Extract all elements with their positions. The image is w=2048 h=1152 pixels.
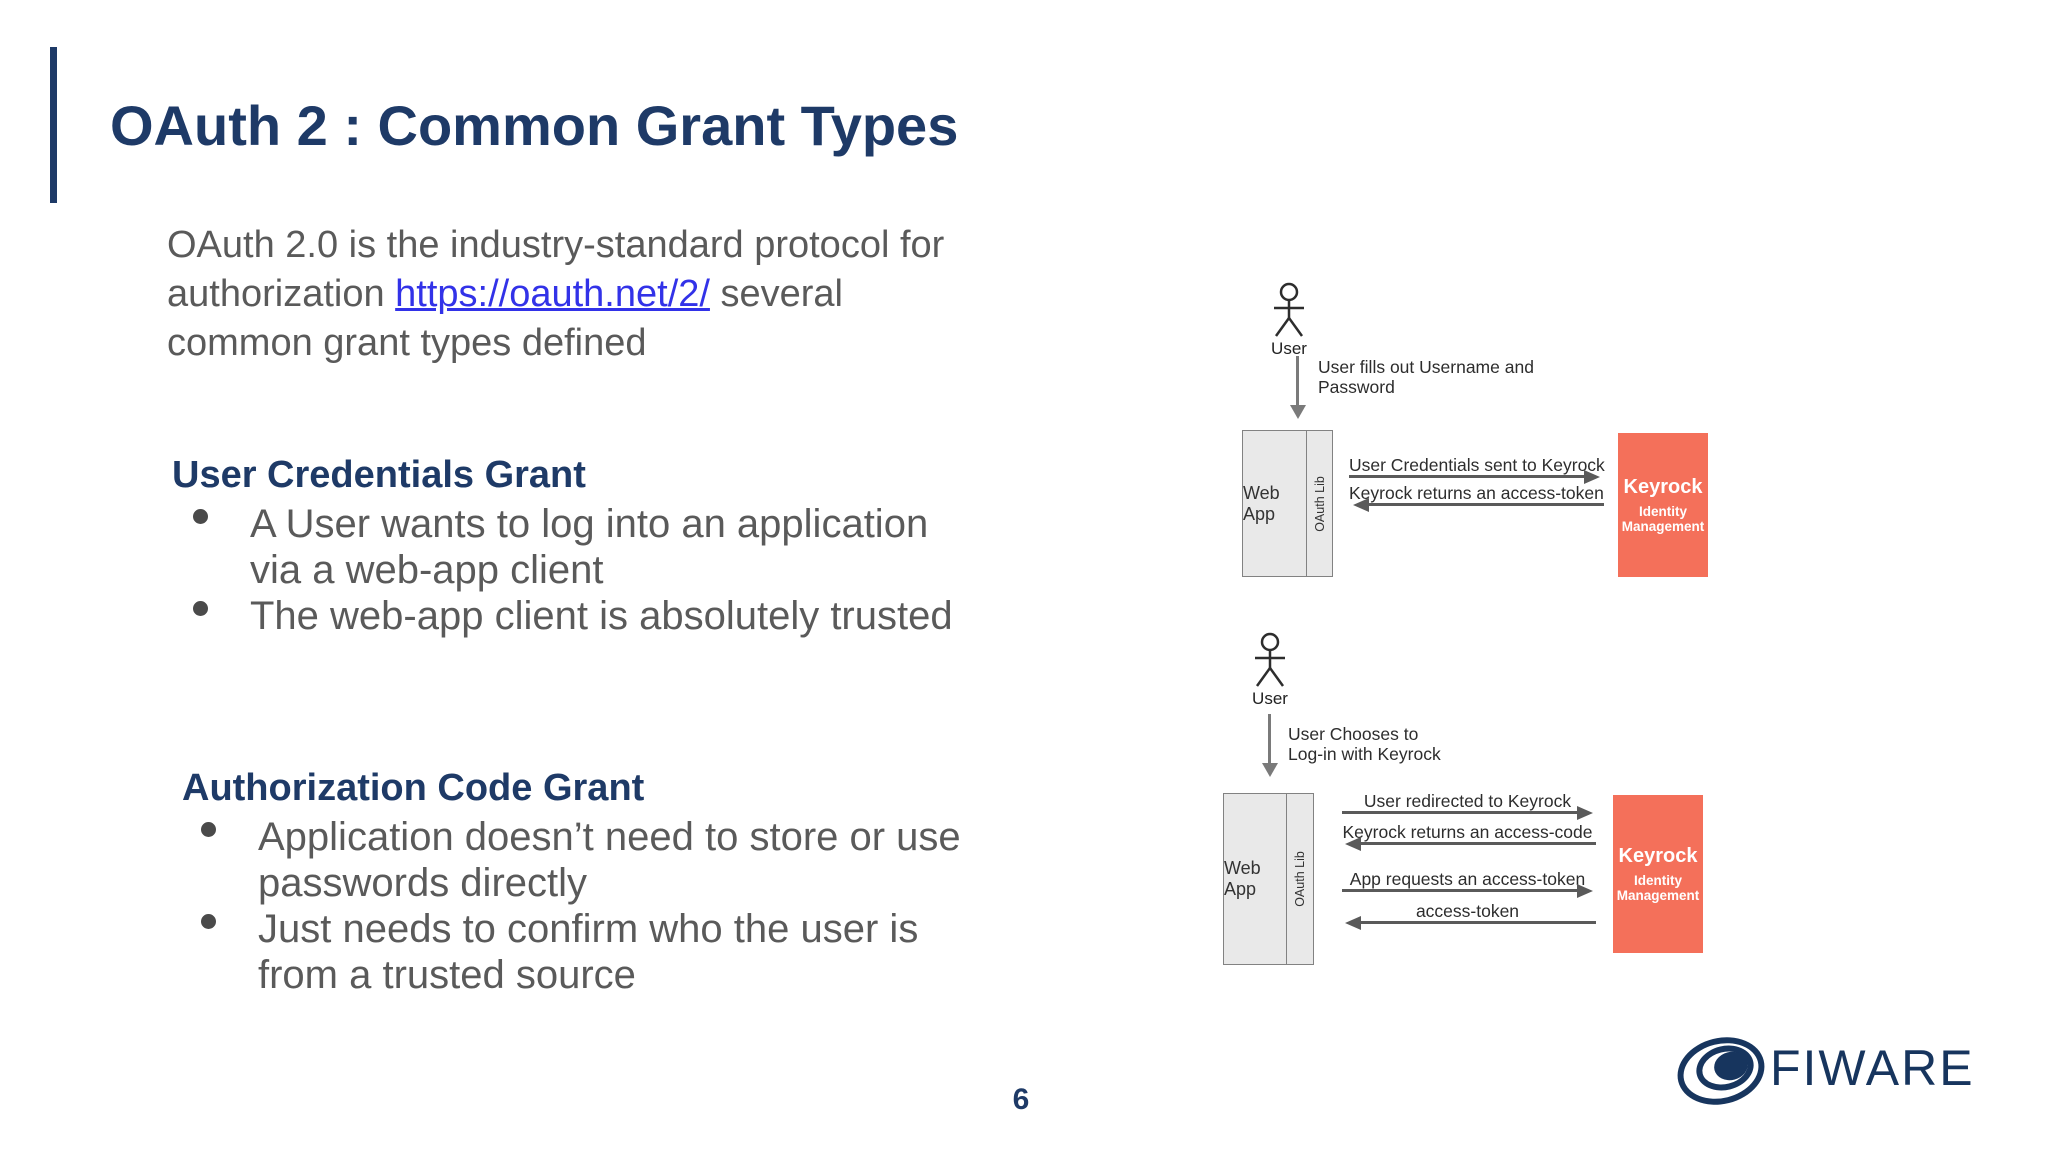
- down-arrow: [1296, 356, 1299, 406]
- right-arrow: [1342, 811, 1578, 814]
- bullet-icon: [193, 509, 208, 524]
- arrow-label: Keyrock returns an access-code: [1342, 822, 1593, 842]
- fiware-logo: FIWARE: [1670, 1028, 2010, 1122]
- webapp-box: Web App: [1223, 793, 1288, 965]
- user-actor: User: [1243, 632, 1297, 709]
- left-arrow: [1360, 921, 1596, 924]
- action-label: User fills out Username and Password: [1318, 357, 1534, 397]
- oauth-lib-box: OAuth Lib: [1306, 430, 1333, 577]
- user-actor: User: [1262, 282, 1316, 359]
- webapp-box: Web App: [1242, 430, 1308, 577]
- list-item: The web-app client is absolutely trusted: [193, 593, 953, 639]
- intro-line: common grant types defined: [167, 322, 647, 364]
- arrow-label: access-token: [1415, 901, 1520, 921]
- arrow-label: Keyrock returns an access-token: [1349, 483, 1604, 503]
- section-heading-authorization-code: Authorization Code Grant: [182, 767, 645, 809]
- bullet-icon: [201, 822, 216, 837]
- bullet-icon: [193, 601, 208, 616]
- right-arrow: [1349, 475, 1585, 478]
- left-arrow: [1360, 842, 1596, 845]
- keyrock-box: Keyrock Identity Management: [1618, 433, 1708, 577]
- left-arrow: [1368, 503, 1604, 506]
- intro-line: authorization https://oauth.net/2/ sever…: [167, 273, 843, 315]
- intro-paragraph: OAuth 2.0 is the industry-standard proto…: [167, 221, 944, 368]
- fiware-swirl-icon: [1670, 1028, 1772, 1114]
- section-heading-user-credentials: User Credentials Grant: [172, 454, 586, 496]
- arrow-label: User redirected to Keyrock: [1363, 791, 1572, 811]
- fiware-wordmark: FIWARE: [1770, 1040, 1975, 1096]
- bullet-icon: [201, 914, 216, 929]
- keyrock-box: Keyrock Identity Management: [1613, 795, 1703, 953]
- title-accent-bar: [50, 47, 57, 203]
- list-item: Just needs to confirm who the user is fr…: [201, 906, 918, 998]
- arrow-label: App requests an access-token: [1349, 869, 1586, 889]
- down-arrow: [1268, 714, 1271, 764]
- user-actor-icon: [1274, 282, 1304, 337]
- actor-label: User: [1271, 339, 1307, 358]
- page-title: OAuth 2 : Common Grant Types: [110, 94, 959, 157]
- list-item: Application doesn’t need to store or use…: [201, 814, 961, 906]
- actor-label: User: [1252, 689, 1288, 708]
- action-label: User Chooses to Log-in with Keyrock: [1288, 724, 1441, 764]
- arrow-label: User Credentials sent to Keyrock: [1349, 455, 1605, 475]
- user-actor-icon: [1255, 632, 1285, 687]
- page-number: 6: [1012, 1083, 1030, 1116]
- oauth-lib-box: OAuth Lib: [1286, 793, 1314, 965]
- list-item: A User wants to log into an application …: [193, 501, 928, 593]
- right-arrow: [1342, 889, 1578, 892]
- oauth-link[interactable]: https://oauth.net/2/: [395, 273, 710, 315]
- intro-line: OAuth 2.0 is the industry-standard proto…: [167, 224, 945, 266]
